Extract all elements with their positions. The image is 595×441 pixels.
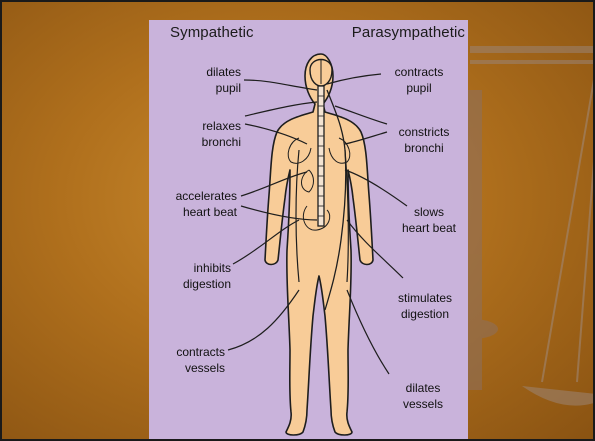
label-line: heart beat [157,204,237,220]
label-line: bronchi [183,134,241,150]
nerve-contracts-pupil [327,74,381,84]
label-relaxes-bronchi: relaxes bronchi [183,118,241,150]
label-dilates-vessels: dilates vessels [389,380,457,412]
label-line: dilates [195,64,241,80]
label-line: bronchi [389,140,459,156]
nerve-dilates-vessels [347,290,389,374]
label-line: vessels [389,396,457,412]
label-line: relaxes [183,118,241,134]
label-contracts-pupil: contracts pupil [383,64,455,96]
label-line: inhibits [161,260,231,276]
label-line: slows [393,204,465,220]
label-slows-heart-beat: slows heart beat [393,204,465,236]
label-line: constricts [389,124,459,140]
label-line: contracts [383,64,455,80]
scale-pan [522,386,595,406]
label-line: dilates [389,380,457,396]
label-line: contracts [159,344,225,360]
scale-post [468,90,482,390]
sympathetic-header: Sympathetic [170,24,254,41]
label-line: pupil [195,80,241,96]
label-line: digestion [387,306,463,322]
scale-beam-lower [470,60,595,64]
label-line: vessels [159,360,225,376]
label-line: pupil [383,80,455,96]
scale-beam [470,46,595,53]
label-dilates-pupil: dilates pupil [195,64,241,96]
label-contracts-vessels: contracts vessels [159,344,225,376]
diagram-panel: Sympathetic Parasympathetic dilates pupi… [149,20,468,441]
scale-chain-left [542,62,595,382]
label-line: digestion [161,276,231,292]
label-accelerates-heart-beat: accelerates heart beat [157,188,237,220]
label-constricts-bronchi: constricts bronchi [389,124,459,156]
label-line: stimulates [387,290,463,306]
label-line: heart beat [393,220,465,236]
label-stimulates-digestion: stimulates digestion [387,290,463,322]
parasympathetic-header: Parasympathetic [352,24,465,41]
label-inhibits-digestion: inhibits digestion [161,260,231,292]
label-line: accelerates [157,188,237,204]
